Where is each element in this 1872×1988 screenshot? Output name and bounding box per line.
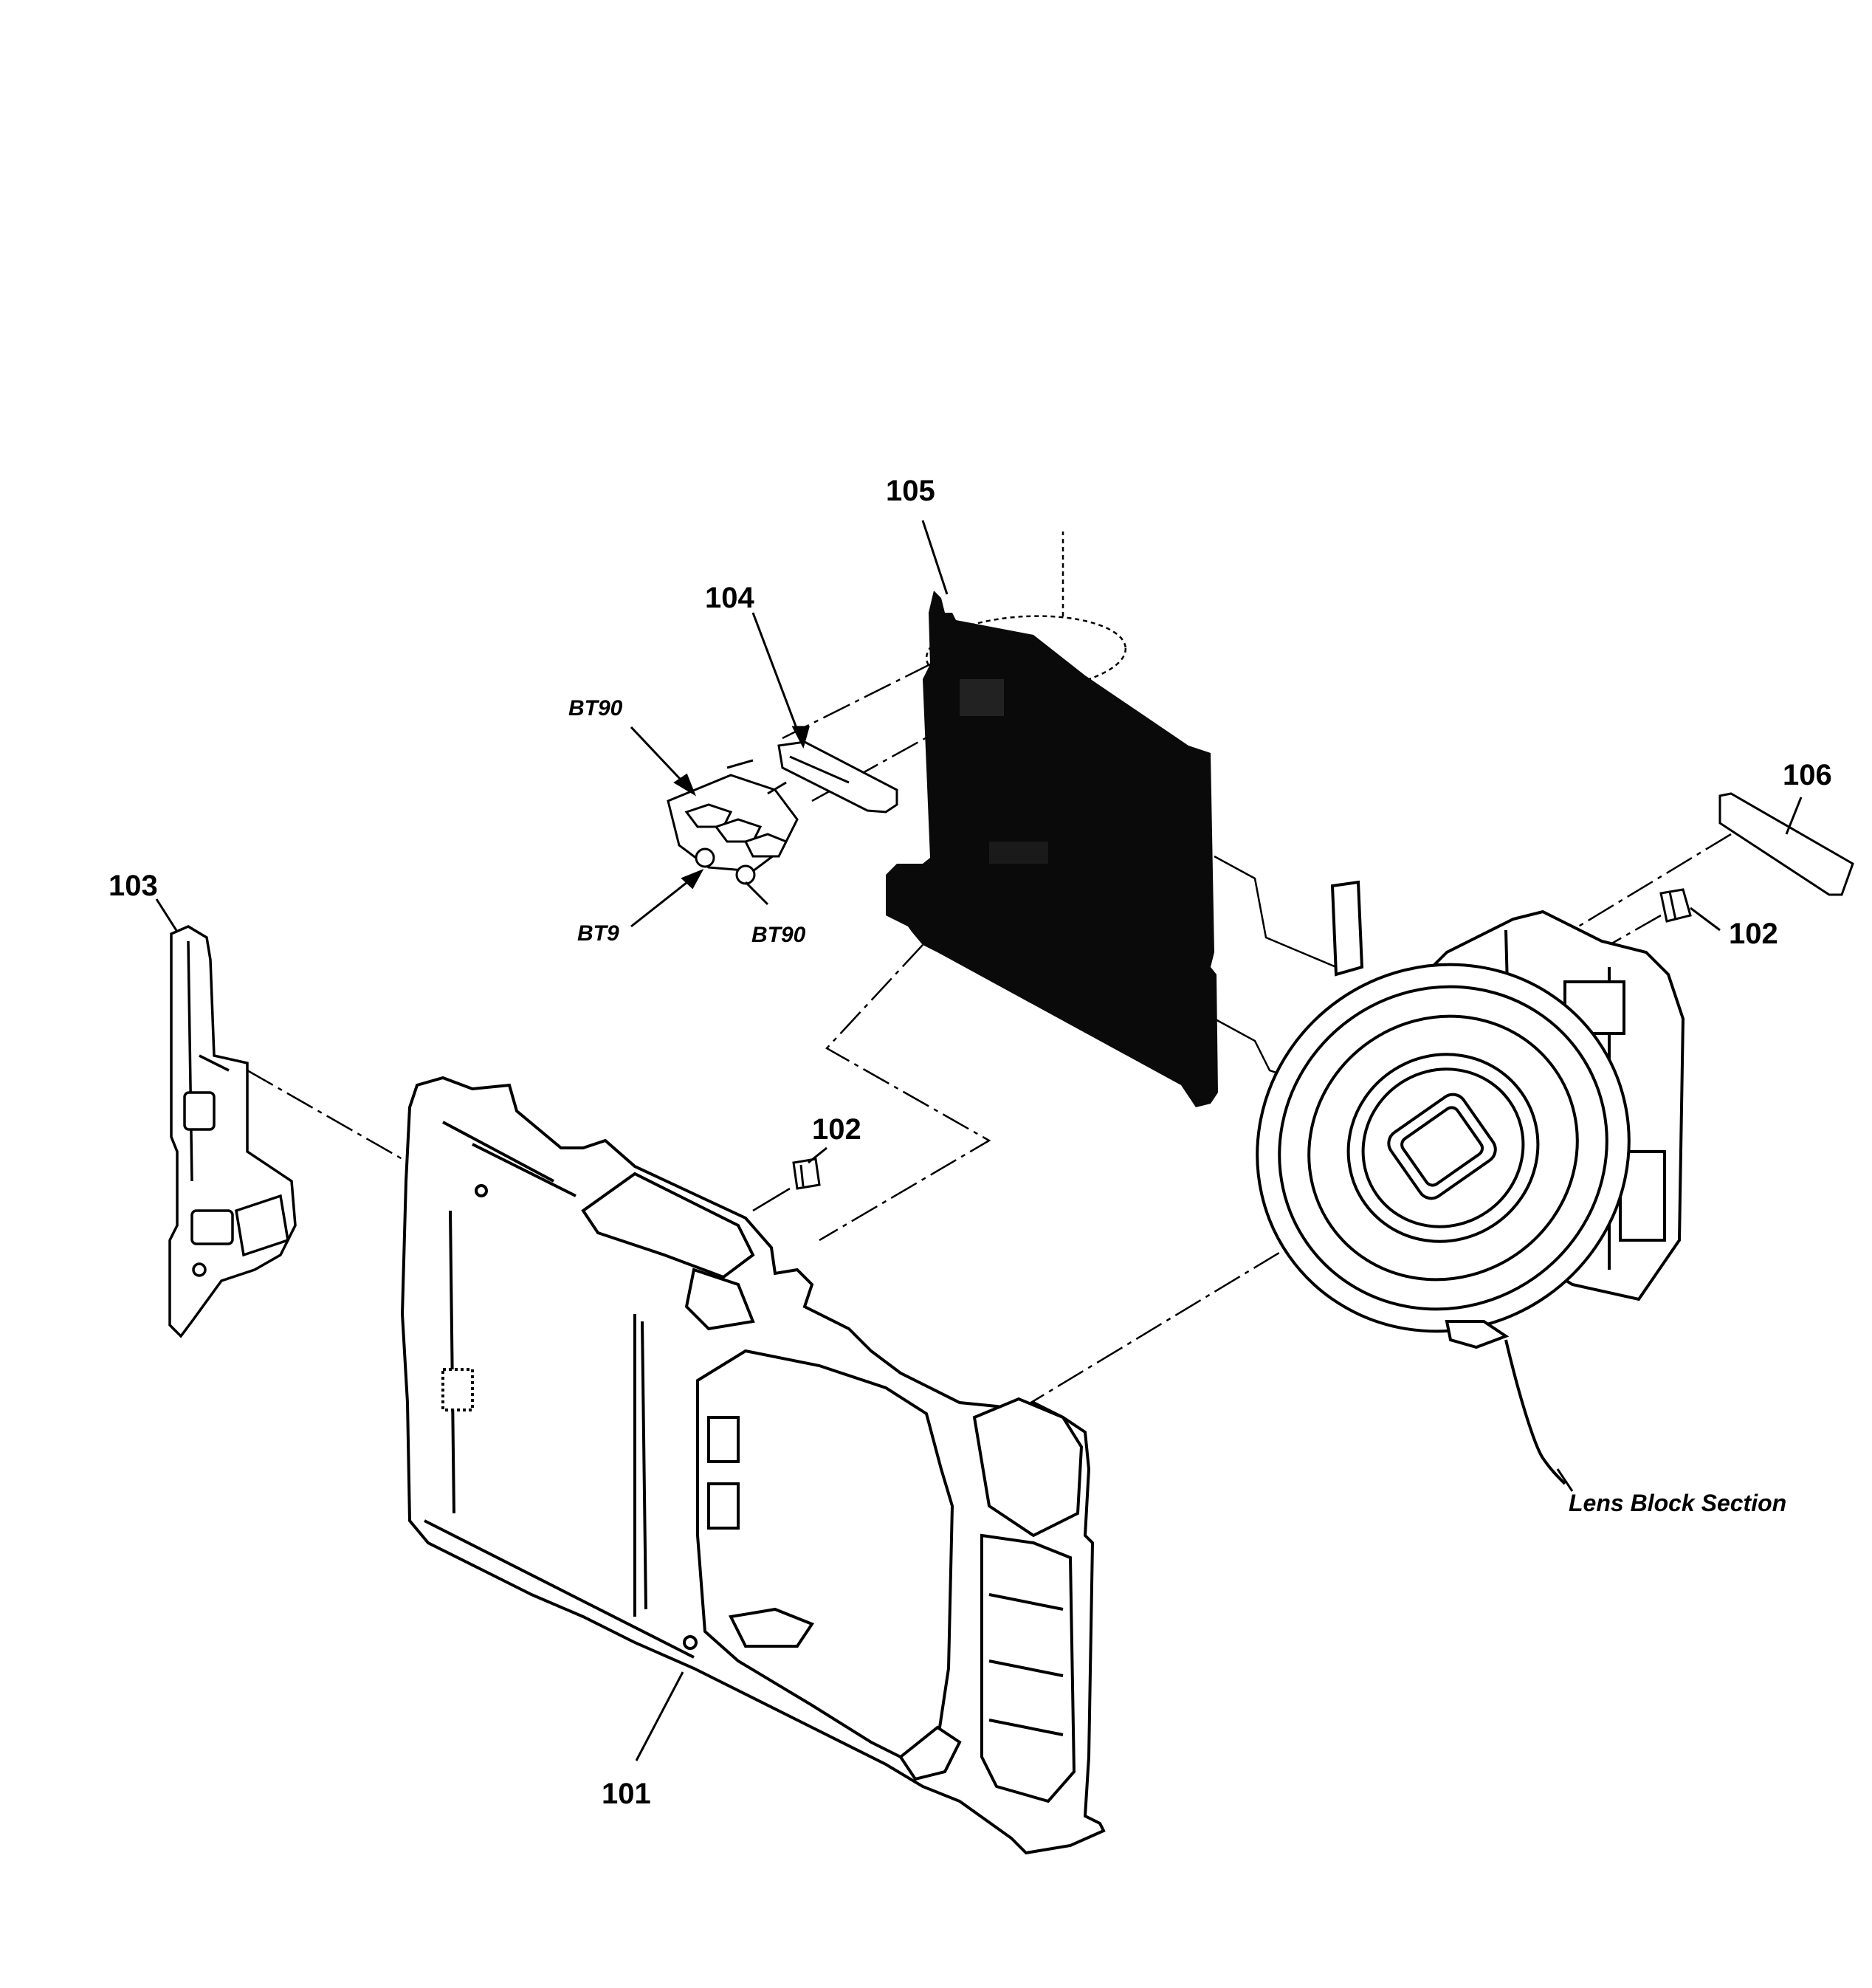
- label-101: 101: [602, 1778, 651, 1810]
- label-102-center: 102: [812, 1113, 861, 1146]
- part-104-plate: [777, 740, 898, 814]
- label-106: 106: [1783, 759, 1832, 791]
- part-102-pad-right: [1659, 888, 1692, 923]
- label-leaders: [155, 520, 1803, 1761]
- label-bt90-right: BT90: [751, 923, 806, 947]
- label-bt90-left: BT9: [577, 921, 619, 946]
- label-lens-block-section: Lens Block Section: [1569, 1490, 1787, 1516]
- part-106-strip: [1718, 792, 1854, 896]
- bt90-screw-cluster: [667, 759, 799, 885]
- label-102-right: 102: [1729, 918, 1778, 950]
- lens-block: [1256, 880, 1685, 1485]
- label-103: 103: [109, 870, 158, 902]
- label-105: 105: [886, 475, 935, 507]
- label-bt90-top: BT90: [568, 696, 623, 720]
- part-105-board: [886, 591, 1218, 1107]
- part-102-pad-center: [792, 1158, 821, 1190]
- part-101-frame: [400, 1076, 1106, 1855]
- part-103-bracket: [168, 925, 297, 1338]
- label-104: 104: [705, 582, 754, 614]
